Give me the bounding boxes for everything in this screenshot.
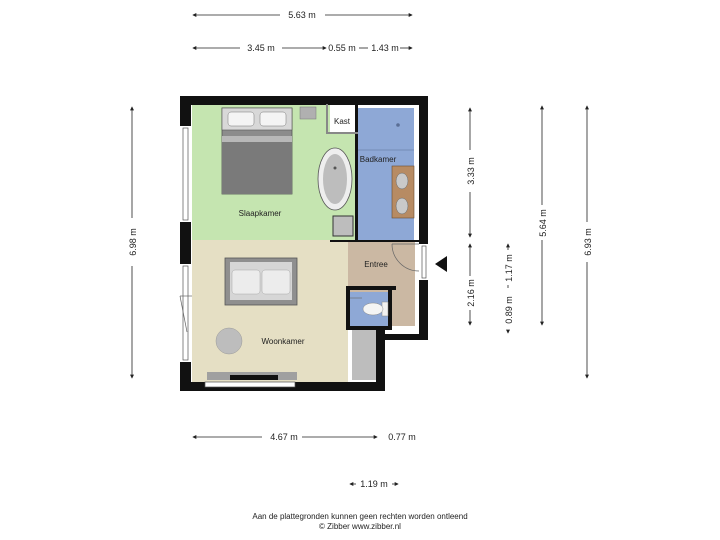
dim-bottom-c: 1.19 m [360, 479, 388, 489]
room-label-entree: Entree [364, 260, 388, 269]
dim-right-b: 2.16 m [466, 279, 476, 307]
entrance-arrow-icon [435, 256, 447, 272]
double-sink [391, 165, 415, 219]
dim-top-b: 0.55 m [328, 43, 356, 53]
dimensions-bottom [192, 435, 399, 486]
dim-top-c: 1.43 m [371, 43, 399, 53]
dim-top-total: 5.63 m [288, 10, 316, 20]
bathtub [317, 147, 353, 211]
footer-line-1: Aan de plattegronden kunnen geen rechten… [252, 512, 468, 521]
room-label-woonkamer: Woonkamer [262, 337, 305, 346]
round-table [215, 327, 243, 355]
dim-right-d: 0.89 m [504, 296, 514, 324]
room-label-badkamer: Badkamer [360, 155, 397, 164]
dim-right-c: 1.17 m [504, 254, 514, 282]
bed [221, 107, 293, 195]
toilet [362, 301, 389, 317]
dimensions-top [192, 13, 413, 50]
dim-right-f: 6.93 m [583, 228, 593, 256]
sofa [224, 257, 298, 306]
room-label-slaapkamer: Slaapkamer [239, 209, 282, 218]
dim-left-height: 6.98 m [128, 228, 138, 256]
dim-right-a: 3.33 m [466, 157, 476, 185]
footer-disclaimer: Aan de plattegronden kunnen geen rechten… [0, 512, 720, 532]
nightstand [299, 106, 317, 120]
closet-area [330, 104, 358, 134]
footer-line-2: © Zibber www.zibber.nl [319, 522, 401, 531]
shower [358, 123, 414, 151]
bin [332, 215, 354, 237]
room-label-kast: Kast [334, 117, 351, 126]
dimensions-right [468, 105, 589, 379]
dim-top-a: 3.45 m [247, 43, 275, 53]
tv-unit [207, 372, 297, 380]
dim-bottom-b: 0.77 m [388, 432, 416, 442]
dim-bottom-a: 4.67 m [270, 432, 298, 442]
dim-right-e: 5.64 m [538, 209, 548, 237]
kitchen-counter [352, 330, 376, 380]
doors [179, 243, 420, 333]
windows [182, 127, 427, 388]
